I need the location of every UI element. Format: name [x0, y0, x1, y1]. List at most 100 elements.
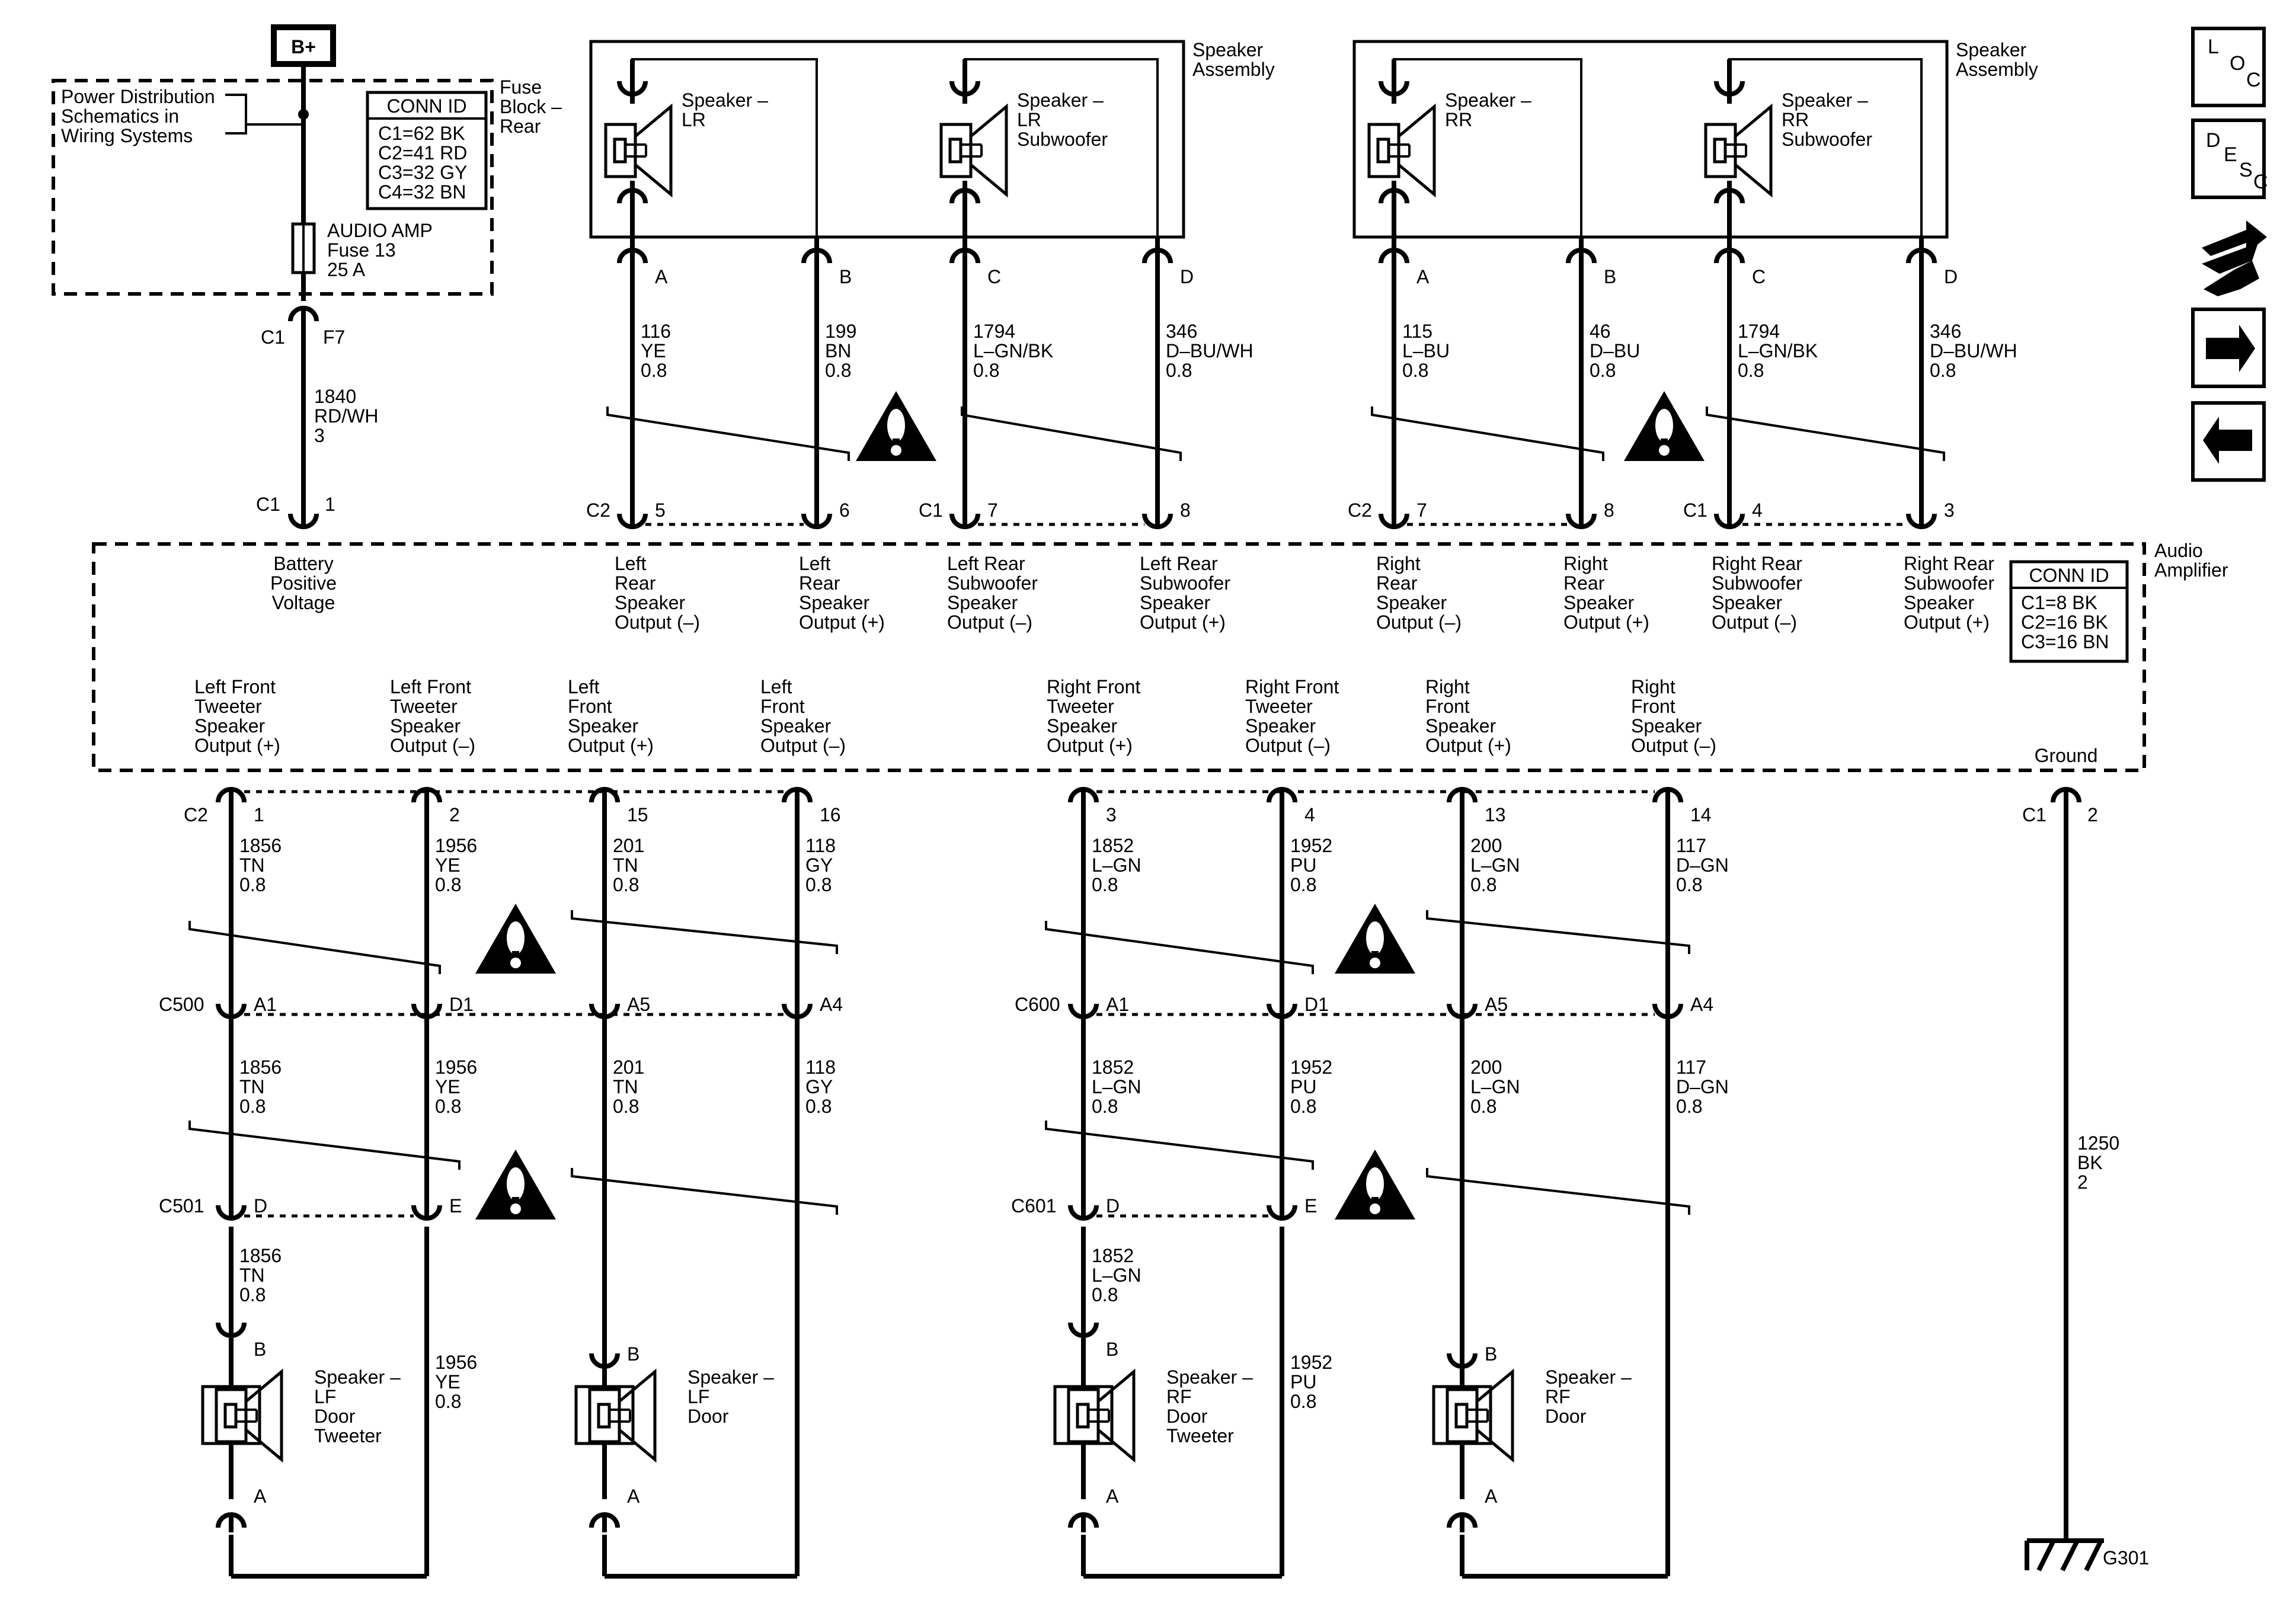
warning-icon — [512, 951, 519, 959]
fuse-block-name: Fuse — [500, 76, 542, 98]
speaker-label: Door — [1545, 1406, 1587, 1427]
wire-label: 0.8 — [1930, 360, 1956, 381]
wire-label: 1856 — [239, 1057, 282, 1078]
amp-output-label: Left Front — [390, 676, 471, 697]
amp-output-label: Front — [1425, 696, 1470, 717]
fuse-block-name: Block – — [500, 96, 562, 117]
twisted-pair-mark — [571, 910, 838, 954]
wire-label: 0.8 — [239, 874, 266, 895]
connector-repair-icon[interactable] — [2202, 220, 2267, 296]
warning-icon — [1366, 1167, 1384, 1201]
speaker-label: LF — [687, 1386, 709, 1407]
connector-repair-icon — [2204, 261, 2259, 296]
loc-button-frame — [2191, 27, 2266, 107]
amp-pin: 1 — [325, 494, 335, 515]
warning-icon — [1659, 445, 1670, 456]
speaker-label: Door — [687, 1406, 729, 1427]
wire-label: TN — [613, 1076, 638, 1097]
amp-output-label: Speaker — [760, 715, 832, 737]
wire-label: TN — [239, 1265, 265, 1286]
amp-pin-conn: C1 — [919, 500, 943, 521]
speaker-symbol — [1734, 103, 1773, 198]
amp-pin: 13 — [1485, 804, 1506, 825]
connector-name: C600 — [1015, 994, 1060, 1015]
amp-output-label: Rear — [1563, 572, 1605, 594]
connector-name: C601 — [1011, 1195, 1057, 1217]
amp-pin: 15 — [627, 804, 648, 825]
wire-label: 0.8 — [1470, 874, 1496, 895]
amp-output-label: Output (–) — [1376, 612, 1462, 633]
wire-label: 200 — [1470, 1057, 1502, 1078]
amp-output-label: Right Rear — [1904, 553, 1994, 574]
wire-label: 0.8 — [435, 1391, 461, 1412]
amp-output-label: Left — [799, 553, 830, 574]
wire-label: 1852 — [1092, 835, 1134, 856]
speaker-symbol — [604, 123, 637, 178]
speaker-pin: A — [254, 1486, 267, 1507]
assembly-pin: A — [1416, 266, 1430, 287]
amp-output-label: Speaker — [1631, 715, 1702, 737]
speaker-label: Door — [314, 1406, 356, 1427]
amp-output-label: Right — [1631, 676, 1675, 697]
amp-output-label: Output (+) — [1904, 612, 1990, 633]
amp-output-label: Output (+) — [1425, 735, 1511, 756]
twisted-pair-mark — [961, 406, 1182, 461]
wire-label: L–GN — [1470, 1076, 1520, 1097]
wire-label: 0.8 — [239, 1284, 266, 1305]
connector-repair-icon — [2202, 243, 2258, 274]
twisted-pair-mark — [606, 406, 850, 461]
fuse-block-name: Rear — [500, 116, 541, 137]
amplifier-name: Amplifier — [2154, 559, 2228, 581]
fuse-block-ref-text: Schematics in — [61, 105, 179, 127]
speaker-pin: B — [1106, 1339, 1118, 1360]
amp-output-label: Left — [615, 553, 646, 574]
ground-pin: 2 — [2087, 804, 2098, 825]
battery-label: Positive — [270, 572, 337, 594]
ground-pin-conn: C1 — [2022, 804, 2046, 825]
amp-output-label: Rear — [1376, 572, 1418, 594]
wire-label: 0.8 — [239, 1096, 266, 1117]
speaker-symbol — [1067, 1388, 1100, 1443]
amplifier-name: Audio — [2154, 540, 2203, 561]
wire-label: GY — [805, 1076, 833, 1097]
speaker-symbol — [948, 137, 962, 164]
fuse-label: AUDIO AMP — [327, 220, 433, 241]
connector-pin-label: D — [254, 1195, 267, 1217]
wire-label: BN — [825, 340, 851, 361]
connector-pin-label: A5 — [627, 994, 650, 1015]
next-page-button[interactable] — [2191, 308, 2266, 388]
amp-pin-conn: C2 — [184, 804, 208, 825]
wire-label: 1794 — [973, 321, 1015, 342]
warning-icon — [1366, 921, 1384, 955]
wire-label: 346 — [1930, 321, 1961, 342]
connector-pin-label: E — [1304, 1195, 1317, 1217]
wire-label: 200 — [1470, 835, 1502, 856]
amp-conn-id-row: C2=16 BK — [2021, 612, 2108, 633]
amp-output-label: Rear — [799, 572, 840, 594]
wire-label: D–BU/WH — [1166, 340, 1253, 361]
speaker-label: Door — [1166, 1406, 1208, 1427]
amp-output-label: Subwoofer — [947, 572, 1038, 594]
amp-pin: 4 — [1304, 804, 1315, 825]
speaker-symbol — [597, 1403, 611, 1429]
wire-label: 117 — [1676, 835, 1706, 856]
wire-label: 0.8 — [1290, 874, 1316, 895]
amp-output-label: Left — [760, 676, 792, 697]
wire-label: 0.8 — [1290, 1096, 1316, 1117]
loc-button[interactable]: LOC — [2191, 27, 2266, 107]
twisted-pair-mark — [188, 921, 441, 974]
fuse-conn-id-row: C3=32 GY — [378, 162, 467, 183]
desc-letter: S — [2239, 159, 2253, 181]
amp-output-label: Output (–) — [1631, 735, 1716, 756]
speaker-label: Speaker – — [1166, 1366, 1253, 1388]
connector-repair-icon — [2202, 220, 2267, 256]
speaker-pin: A — [1106, 1486, 1119, 1507]
speaker-label: Tweeter — [314, 1425, 382, 1446]
wire-label: TN — [239, 854, 265, 876]
amp-output-label: Output (+) — [799, 612, 885, 633]
speaker-label: Tweeter — [1166, 1425, 1234, 1446]
loc-letter: L — [2208, 36, 2219, 58]
amp-output-label: Front — [568, 696, 612, 717]
previous-page-button[interactable] — [2191, 401, 2266, 482]
